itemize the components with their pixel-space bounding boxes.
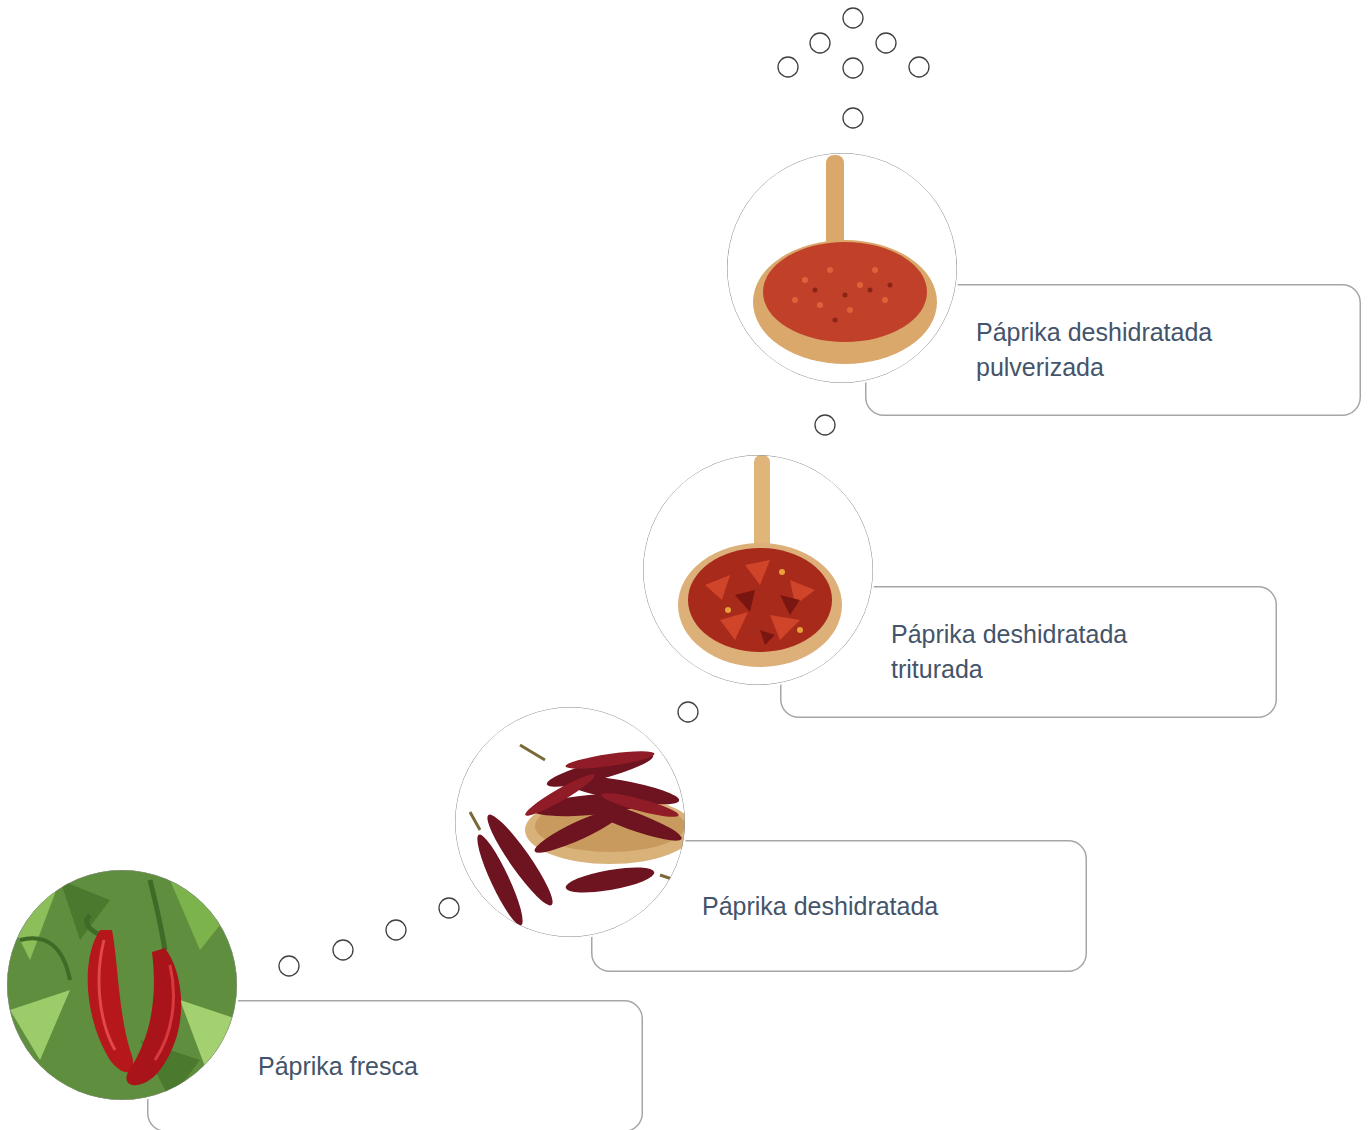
label-text-group: Páprika deshidratada triturada [891,617,1191,687]
illustration-part [640,450,880,690]
illustration-part [20,938,70,980]
label-box-outline [780,586,1277,718]
illustration-part [753,240,937,364]
illustration-part [727,153,957,383]
label-text: Páprika fresca [258,1049,418,1084]
illustration-part [843,293,848,298]
label-text: Páprika deshidratada [702,889,938,924]
label-text-group: Páprika deshidratada [702,889,938,924]
illustration-part [827,267,833,273]
illustration-part [470,745,675,880]
illustration-part [471,831,530,929]
illustration-part [882,297,888,303]
illustration-part [888,283,893,288]
illustration-part [87,915,100,935]
crushed-paprika-photo [640,450,880,690]
illustration-part [0,860,250,1110]
fresh-paprika-photo [0,860,250,1110]
illustration-part [705,575,730,600]
illustration-part [876,33,896,53]
illustration-part [797,627,803,633]
illustration-part [88,930,134,1072]
illustration-part [643,455,873,685]
label-text-group: Páprika deshidratada pulverizada [976,315,1276,385]
illustration-part [522,748,680,821]
illustration-part [778,57,798,77]
label-text: Páprika deshidratada triturada [891,617,1191,687]
illustration-part [763,242,927,342]
illustration-part [725,607,731,613]
label-text: Páprika deshidratada pulverizada [976,315,1276,385]
illustration-part [0,880,60,960]
label-box: Páprika deshidratada [591,840,1087,972]
illustration-part [813,283,893,323]
illustration-part [780,595,800,615]
illustration-part [170,880,240,950]
label-box: Páprika deshidratada pulverizada [865,284,1361,416]
label-box-border [148,1001,643,1130]
label-box-border [592,841,1087,972]
illustration-part [455,707,685,937]
label-box-border [866,285,1361,416]
illustration-part [872,267,878,273]
illustration-part [815,415,835,435]
illustration-part [779,569,785,575]
illustration-part [770,615,800,640]
illustration-part [792,267,888,313]
illustration-part [817,302,823,308]
illustration-part [720,612,748,640]
illustration-part [600,789,680,821]
illustration-part [439,898,459,918]
powdered-paprika-photo [725,150,965,390]
illustration-part [564,862,656,897]
illustration-part [688,548,832,652]
illustration-part [802,277,808,283]
illustration-part [735,590,800,645]
illustration-part [843,58,863,78]
illustration-part [725,569,803,633]
illustration-part [868,288,873,293]
illustration-part [678,543,842,667]
illustration-part [833,318,838,323]
illustration-part [760,630,775,645]
label-text-group: Páprika fresca [258,1049,418,1084]
illustration-part [386,920,406,940]
illustration-part [813,288,818,293]
dried-paprika-photo [450,700,695,940]
illustration-part [725,150,965,390]
illustration-part [735,590,755,612]
illustration-part [847,307,853,313]
illustration-part [745,560,770,585]
illustration-part [531,801,629,860]
label-box-border [781,587,1277,718]
label-box-outline [865,284,1361,416]
illustration-part [155,965,174,1060]
illustration-part [843,108,863,128]
illustration-part [279,956,299,976]
illustration-part [810,33,830,53]
illustration-part [565,748,656,772]
illustration-part [7,870,237,1100]
illustration-part [10,990,70,1060]
illustration-part [150,880,165,950]
illustration-part [333,940,353,960]
label-box: Páprika fresca [147,1000,643,1130]
illustration-part [705,560,815,640]
illustration-part [450,700,690,940]
trail-dots [279,8,929,976]
illustration-part [678,702,698,722]
illustration-part [857,282,863,288]
label-box: Páprika deshidratada triturada [780,586,1277,718]
illustration-part [909,57,929,77]
illustration-part [126,948,181,1085]
illustration-part [522,770,597,820]
illustration-part [843,8,863,28]
illustration-part [792,297,798,303]
illustration-part [99,940,115,1050]
